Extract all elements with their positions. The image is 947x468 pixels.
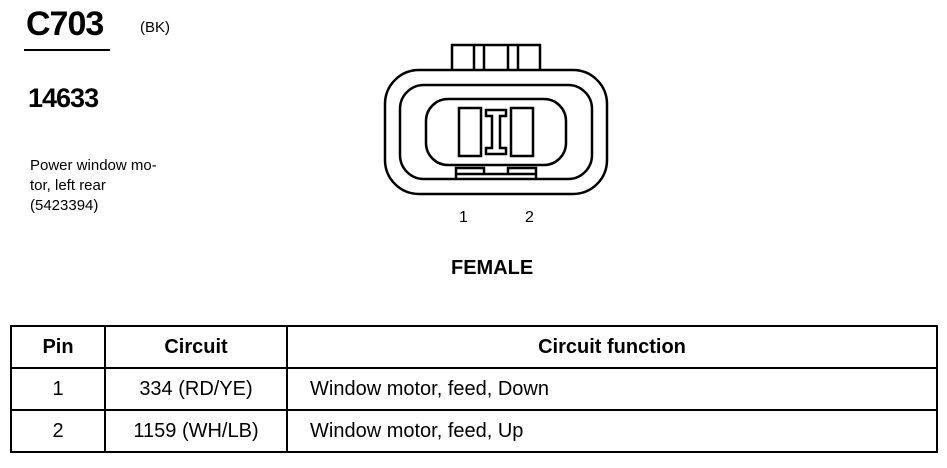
cell-pin: 2 (10, 409, 106, 453)
view-label: FEMALE (451, 257, 534, 279)
connector-face (424, 97, 568, 167)
connector-description: Power window mo- tor, left rear (5423394… (30, 156, 157, 216)
terminal-2 (509, 106, 535, 158)
pin-number-1: 1 (459, 209, 468, 226)
table-header-row: Pin Circuit Circuit function (10, 325, 938, 369)
table-row: 1 334 (RD/YE) Window motor, feed, Down (10, 367, 938, 411)
pin-table: Pin Circuit Circuit function 1 334 (RD/Y… (10, 325, 938, 453)
cell-circuit: 334 (RD/YE) (104, 367, 288, 411)
connector-id-underline (24, 49, 110, 51)
description-line: (5423394) (30, 197, 99, 214)
table-row: 2 1159 (WH/LB) Window motor, feed, Up (10, 409, 938, 453)
cell-circuit: 1159 (WH/LB) (104, 409, 288, 453)
cell-pin: 1 (10, 367, 106, 411)
pin-number-2: 2 (525, 209, 534, 226)
connector-id: C703 (26, 5, 104, 43)
header-pin: Pin (10, 325, 106, 369)
connector-shell-inner (398, 83, 594, 181)
description-line: tor, left rear (30, 177, 106, 194)
center-post (484, 108, 508, 156)
connector-face-drawing (383, 43, 609, 196)
terminal-1 (457, 106, 483, 158)
part-number: 14633 (28, 83, 99, 113)
header-circuit: Circuit (104, 325, 288, 369)
description-line: Power window mo- (30, 157, 157, 174)
cell-circuit-function: Window motor, feed, Down (286, 367, 938, 411)
color-code: (BK) (140, 19, 170, 36)
cell-circuit-function: Window motor, feed, Up (286, 409, 938, 453)
header-circuit-function: Circuit function (286, 325, 938, 369)
